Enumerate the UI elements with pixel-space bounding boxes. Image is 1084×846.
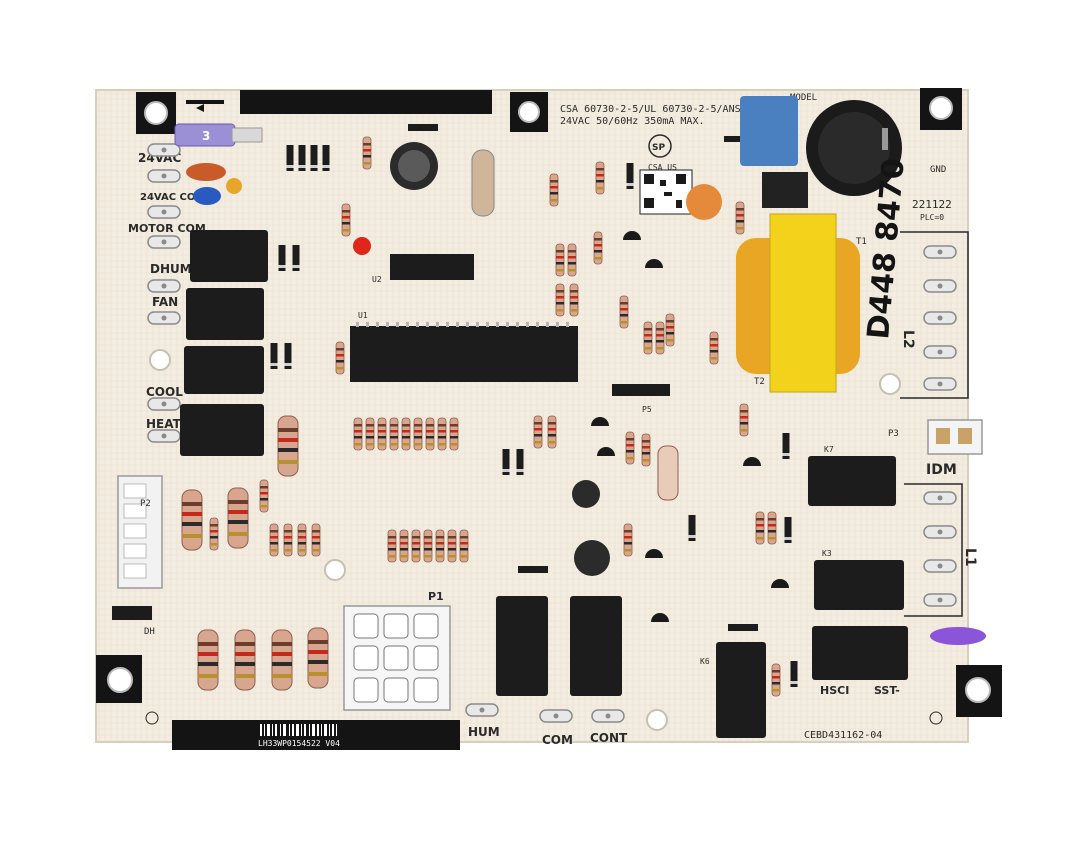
pressure-sensor-cap [806,100,902,196]
label-plc: PLC=0 [920,213,944,222]
p1-connector [343,605,451,711]
label-u2: U2 [372,275,382,284]
label-cool: COOL [146,385,183,399]
label-gnd: GND [930,165,946,175]
mounting-pads [96,88,1002,717]
label-p3: P3 [888,429,899,439]
wire-marker [930,627,986,645]
label-com: COM [542,733,573,747]
p2-connector [117,475,163,589]
label-sst: SST- [874,684,900,697]
serial-label-bar [172,720,460,750]
label-motor-com: MOTOR COM [128,222,206,235]
label-k6: K6 [700,657,710,666]
label-24vac-com: 24VAC COM [140,192,205,203]
microcontroller-u1 [350,326,578,382]
relays-right [716,456,908,738]
cert-line-1: CSA 60730-2-5/UL 60730-2-5/ANSI [560,104,747,115]
label-l2: L2 [900,330,916,349]
label-p5: P5 [642,405,652,414]
board-code: CEBD431162-04 [804,730,882,741]
relays-center [496,596,622,696]
thermistor [686,184,722,220]
label-fan: FAN [152,295,178,309]
label-l1: L1 [962,548,978,567]
label-k7: K7 [824,445,834,454]
p3-connector [927,419,983,455]
dh-jumper [112,606,152,620]
label-heat: HEAT [146,417,182,431]
fiducials [145,711,943,725]
regulator [762,172,808,208]
date-code: 221122 [912,198,952,211]
cap-c10 [572,480,600,508]
serial-text: LH33WP0154522 V04 [258,739,340,748]
label-hsci: HSCI [820,684,849,697]
label-u1: U1 [358,311,368,320]
standoff-hole [149,349,171,371]
label-hum: HUM [468,725,500,739]
serial-barcode [260,724,337,736]
varistor [186,163,226,181]
label-t1: T1 [856,237,867,247]
csa-mark: SP [648,134,672,158]
l2-bracket [900,231,969,399]
resistor-array-bottom [387,529,469,563]
model-label: MODEL [790,93,817,103]
p5-header [612,384,670,396]
label-dhum: DHUM [150,262,192,276]
status-led [353,237,371,255]
resistor-array-top [353,417,459,451]
film-capacitor [740,96,798,166]
label-p2: P2 [140,499,151,509]
wirewound-resistor [471,149,495,217]
csa-text: CSA US [648,163,677,172]
label-p1: P1 [428,590,444,603]
blue-capacitor [193,187,221,205]
top-barcode-strip [240,90,492,114]
electrolytic-cap-c2 [390,142,438,190]
relays-left [180,230,268,456]
cert-line-2: 24VAC 50/60Hz 350mA MAX. [560,116,705,127]
label-idm: IDM [926,462,957,478]
label-t2: T2 [754,377,765,387]
l1-bracket [904,483,963,617]
label-k3: K3 [822,549,832,558]
ic-u2 [390,254,474,280]
svg-text:SP: SP [652,143,665,153]
transformer-t1 [736,213,860,393]
label-dh: DH [144,627,155,637]
cap-c12 [574,540,610,576]
wirewound-resistor-r62 [657,445,679,501]
label-cont: CONT [590,731,628,745]
fuse-rating: 3 [202,129,210,143]
fuse: 3 [174,123,263,147]
